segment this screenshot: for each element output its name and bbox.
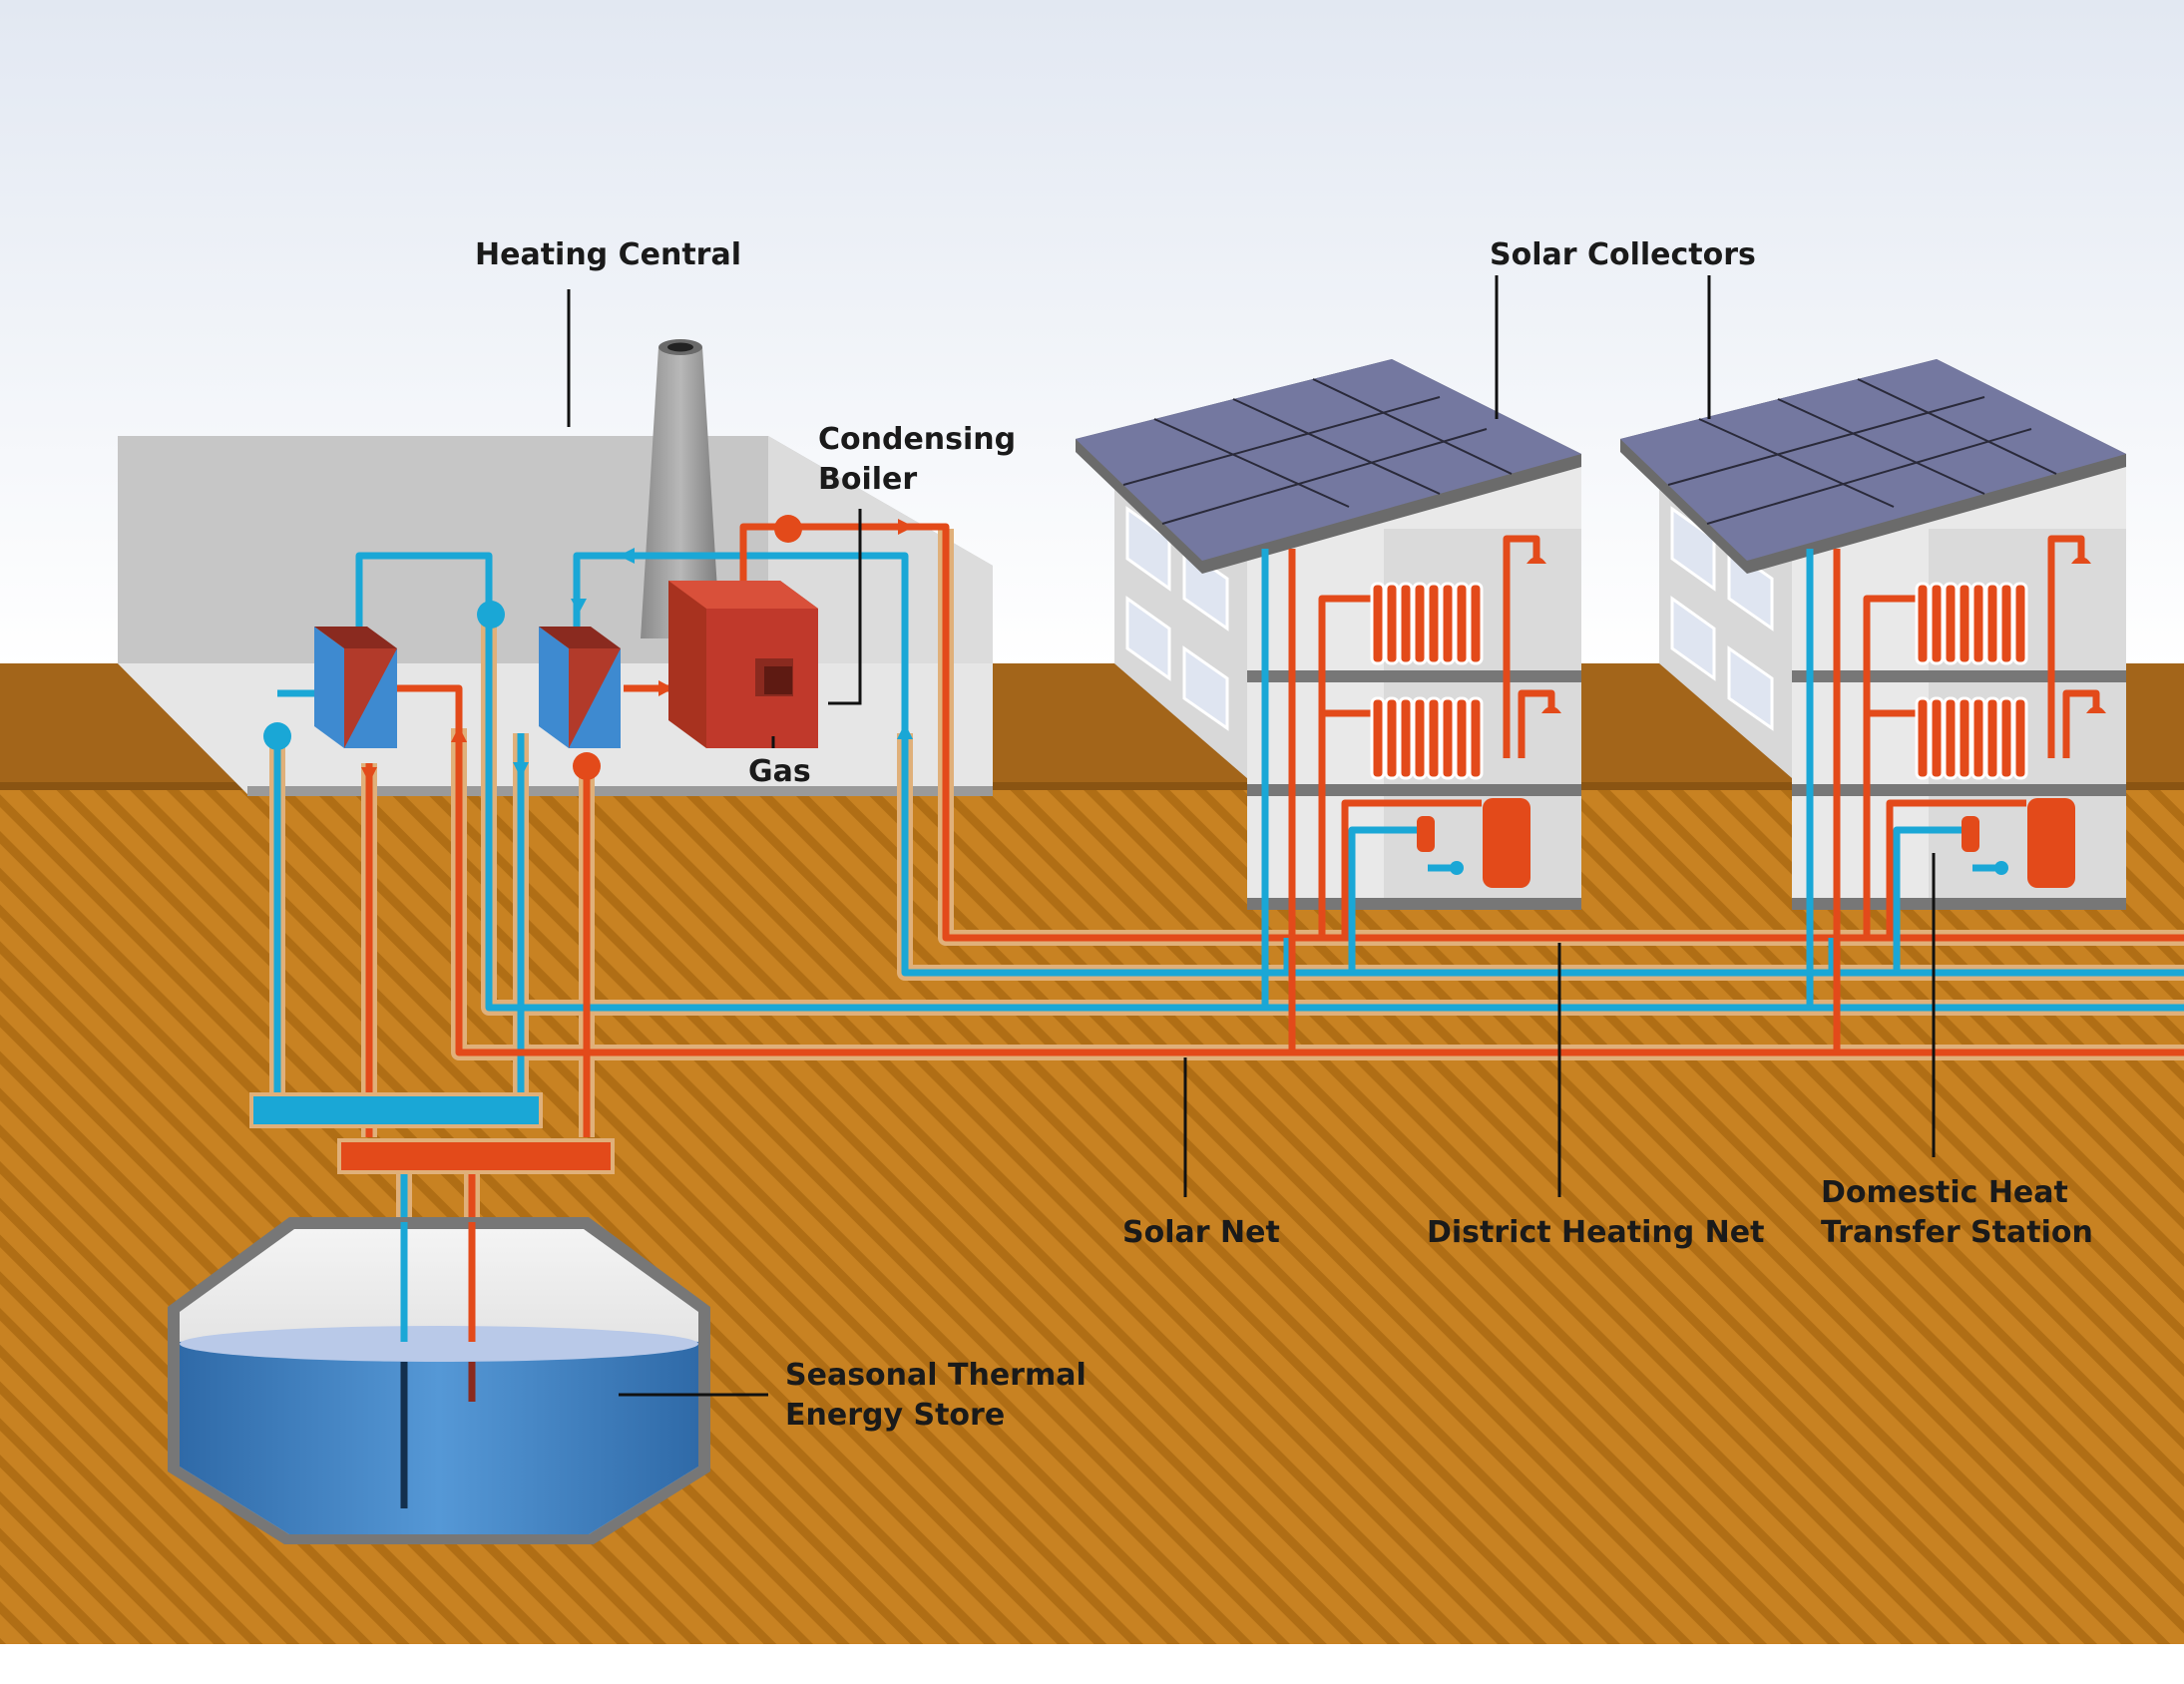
pump-icon (477, 601, 505, 629)
label-condensing-boiler-line1: Condensing (818, 422, 1016, 457)
hot-manifold (337, 1138, 615, 1174)
leader-lines (567, 275, 1936, 1397)
heat-exchanger-icon (314, 627, 397, 748)
condensing-boiler (668, 581, 818, 748)
label-heating-central: Heating Central (475, 237, 741, 272)
storage-tank-icon (1417, 798, 1530, 888)
label-solar-collectors: Solar Collectors (1490, 237, 1756, 272)
pump-icon (573, 752, 601, 780)
shower-icon (1527, 557, 1546, 564)
heat-exchanger-icon (539, 627, 621, 748)
shower-icon (1541, 706, 1561, 713)
label-district-heating-net: District Heating Net (1427, 1215, 1764, 1250)
radiator-icon (1915, 582, 2028, 665)
solar-collector-roof-1 (1076, 359, 1581, 574)
radiator-icon (1915, 696, 2028, 780)
pipe-network (269, 523, 2184, 1342)
radiator-icon (1370, 696, 1484, 780)
storage-tank-icon (1962, 798, 2075, 888)
label-gas: Gas (748, 754, 811, 789)
label-domestic-heat-line2: Transfer Station (1821, 1215, 2093, 1250)
label-thermal-store-line2: Energy Store (785, 1398, 1005, 1433)
label-domestic-heat-line1: Domestic Heat (1821, 1175, 2068, 1210)
pump-icon (263, 722, 291, 750)
label-thermal-store-line1: Seasonal Thermal (785, 1358, 1087, 1393)
cold-manifold (249, 1092, 543, 1128)
radiator-icon (1370, 582, 1484, 665)
pump-icon (774, 515, 802, 543)
seasonal-thermal-energy-store (168, 1217, 710, 1544)
label-condensing-boiler-line2: Boiler (818, 462, 917, 497)
shower-icon (2086, 706, 2106, 713)
shower-icon (2071, 557, 2091, 564)
chimney-icon (641, 339, 720, 638)
solar-collector-roof-2 (1620, 359, 2126, 574)
label-solar-net: Solar Net (1122, 1215, 1280, 1250)
